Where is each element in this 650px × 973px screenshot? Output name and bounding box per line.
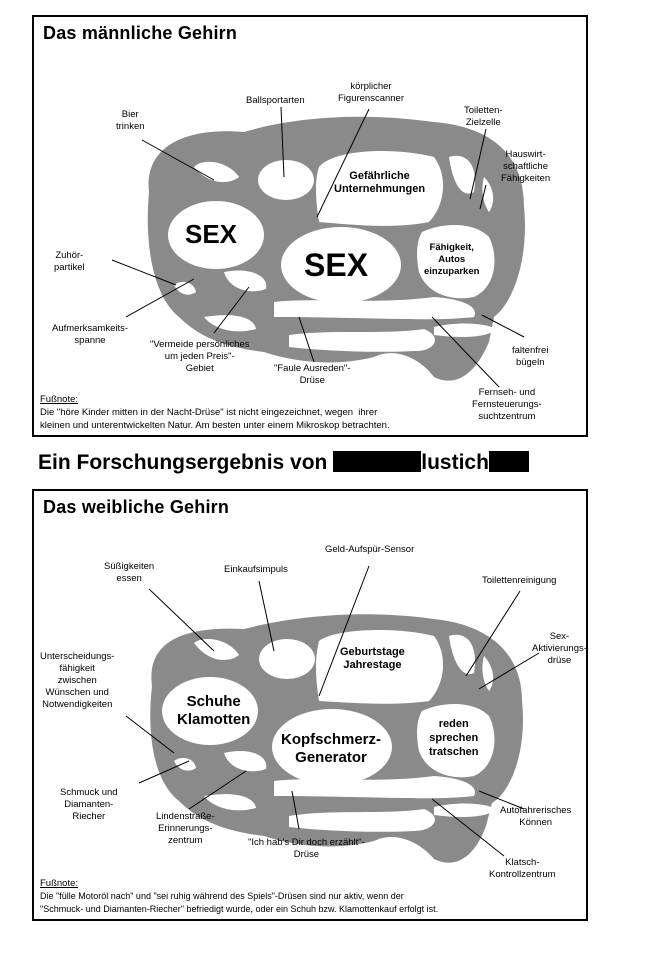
female-schmuck-label: Schmuck und Diamanten- Riecher [60,787,118,822]
male-sex-center-region [281,227,401,303]
female-geburtstage-label: Geburtstage Jahrestage [340,646,405,671]
male-toiletten-label: Toiletten- Zielzelle [464,105,503,128]
female-schuhe-label: Schuhe Klamotten [177,693,251,728]
male-parken-region [417,225,495,299]
male-unternehmungen-region [315,151,444,226]
banner-suffix: lustich [421,451,489,474]
female-footnote: Fußnote: Die "fülle Motoröl nach" und "s… [40,877,438,916]
male-ballsport-label: Ballsportarten [246,95,305,106]
female-sexaktiv-label: Sex- Aktivierungs- drüse [532,631,587,666]
female-unterscheidung-label: Unterscheidungs- fähigkeit zwischen Wüns… [40,651,115,710]
male-fernseh-label: Fernseh- und Fernsteuerungs- suchtzentru… [472,387,542,422]
female-footnote-heading: Fußnote: [40,878,79,889]
male-haushalt-label: Hauswirt- schaftliche Fähigkeiten [501,149,551,184]
male-vermeide-label: "Vermeide persönliches um jeden Preis"- … [150,339,250,374]
male-brain-diagram [111,106,525,388]
female-brain-diagram [125,565,540,863]
male-footnote-heading: Fußnote: [40,394,79,405]
male-sex-left-region [168,201,264,269]
banner-prefix: Ein Forschungsergebnis von [38,451,328,474]
male-ausreden-label: "Faule Ausreden"- Drüse [274,363,351,386]
male-panel-title: Das männliche Gehirn [43,23,238,43]
female-kopfschmerz-region [272,709,392,785]
research-banner: Ein Forschungsergebnis von lustich [38,451,529,475]
female-autofahr-label: Autofahrerisches Können [500,805,572,828]
male-brain-panel: Das männliche Gehirn [32,15,588,437]
redaction-bar [488,451,529,472]
male-aufmerksamkeit-label: Aufmerksamkeits- spanne [52,323,129,346]
male-faltenfrei-label: faltenfrei bügeln [512,345,549,368]
female-klatsch-label: Klatsch- Kontrollzentrum [489,857,556,880]
male-figuren-label: körplicher Figurenscanner [338,81,405,104]
male-footnote-text: Die "höre Kinder mitten in der Nacht-Drü… [40,407,390,431]
female-schuhe-region [162,677,258,745]
female-reden-label: reden sprechen tratschen [429,718,479,758]
male-zuhoer-label: Zuhör- partikel [54,250,85,273]
female-brain-panel: Das weibliche Gehirn [32,489,588,921]
male-sex-left-label: SEX [185,219,238,249]
female-suess-label: Süßigkeiten essen [104,561,155,584]
female-linden-label: Lindenstraße- Erinnerungs- zentrum [156,811,215,846]
female-einkauf-label: Einkaufsimpuls [224,564,288,575]
male-footnote: Fußnote: Die "höre Kinder mitten in der … [40,393,390,432]
female-erzaehlt-label: "Ich hab's Dir doch erzählt"- Drüse [248,837,365,860]
male-bier-label: Bier trinken [116,109,145,132]
female-geld-label: Geld-Aufspür-Sensor [325,544,415,555]
female-footnote-text: Die "fülle Motoröl nach" und "sei ruhig … [40,891,439,914]
male-parken-label: Fähigkeit, Autos einzuparken [424,242,480,277]
female-kopfschmerz-label: Kopfschmerz- Generator [281,731,382,766]
female-reden-region [417,704,495,778]
redaction-bar [333,451,422,472]
male-unternehmungen-label: Gefährliche Unternehmungen [334,170,426,195]
male-ballsport-region [258,160,314,200]
female-einkauf-region [259,639,315,679]
male-sex-center-label: SEX [304,247,369,283]
female-geburtstage-region [315,629,444,704]
female-toilettenreinigung-label: Toilettenreinigung [482,575,557,586]
female-panel-title: Das weibliche Gehirn [43,497,230,517]
